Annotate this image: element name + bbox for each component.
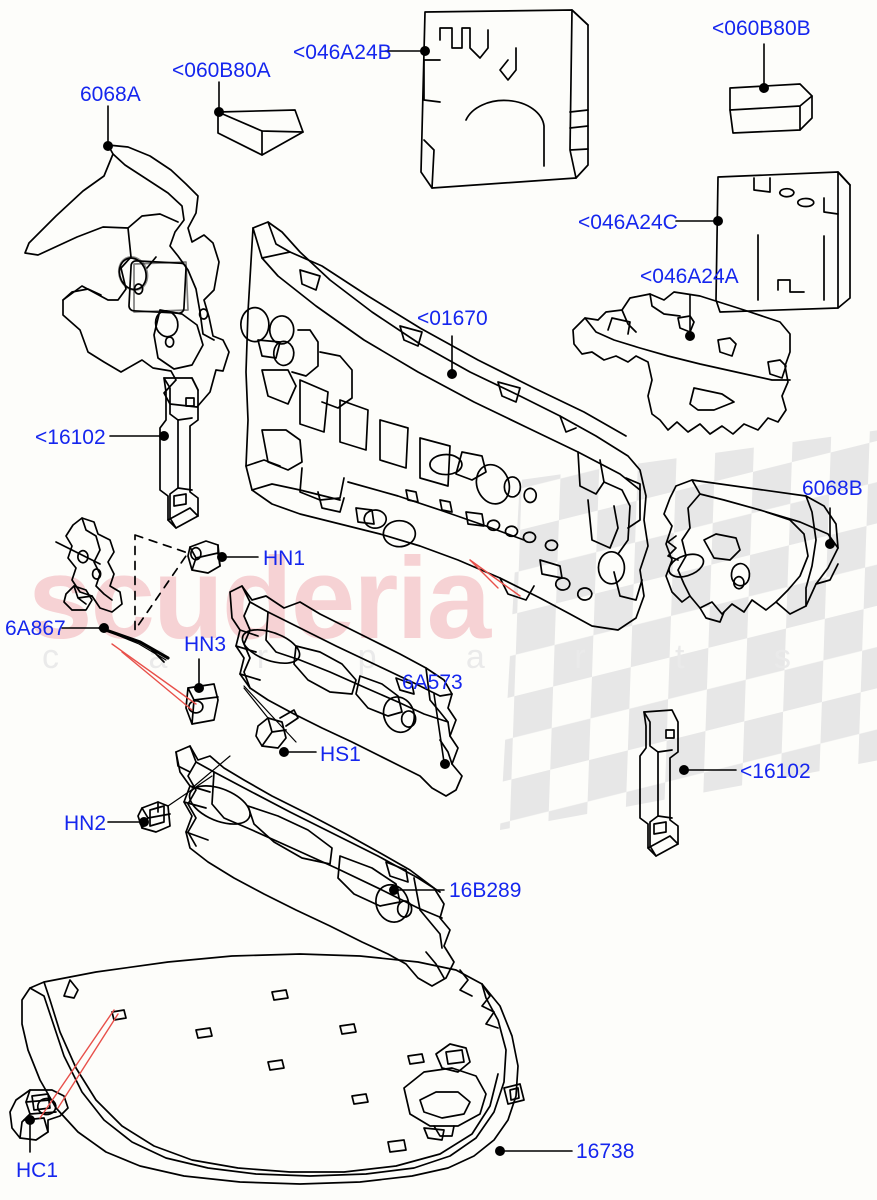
part-060B80A	[217, 109, 304, 156]
part-16102-right	[639, 709, 679, 857]
part-01670	[240, 221, 649, 631]
label-046A24A[interactable]: <046A24A	[640, 265, 739, 288]
label-046A24C[interactable]: <046A24C	[578, 211, 678, 234]
label-HC1[interactable]: HC1	[16, 1159, 59, 1182]
label-046A24B[interactable]: <046A24B	[293, 41, 392, 64]
label-060B80B[interactable]: <060B80B	[712, 17, 811, 40]
part-6068A	[24, 144, 230, 408]
label-HN1[interactable]: HN1	[263, 547, 306, 570]
leader-lines	[24, 43, 835, 1157]
label-01670[interactable]: <01670	[417, 307, 488, 330]
part-HC1	[9, 1089, 69, 1141]
part-060B80B	[729, 83, 813, 134]
label-16738[interactable]: 16738	[576, 1140, 635, 1163]
label-060B80A[interactable]: <060B80A	[172, 59, 271, 82]
part-HS1	[255, 709, 299, 749]
label-6068A[interactable]: 6068A	[80, 83, 141, 106]
assembly-leader-lines	[39, 559, 521, 1119]
part-HN1	[187, 540, 221, 574]
part-6A867	[55, 517, 189, 663]
label-6A573[interactable]: 6A573	[402, 671, 463, 694]
part-6A573	[229, 585, 463, 797]
label-HS1[interactable]: HS1	[320, 743, 361, 766]
part-16102-left	[159, 377, 199, 529]
part-6068B	[663, 479, 839, 623]
part-046A24B	[420, 9, 589, 189]
part-046A24C	[715, 171, 851, 313]
part-HN2	[137, 801, 171, 833]
label-6068B[interactable]: 6068B	[802, 477, 863, 500]
part-16B289	[175, 745, 455, 987]
label-HN3[interactable]: HN3	[184, 633, 227, 656]
label-16B289[interactable]: 16B289	[449, 879, 522, 902]
label-6A867[interactable]: 6A867	[5, 617, 66, 640]
label-HN2[interactable]: HN2	[64, 812, 107, 835]
part-16738	[21, 953, 525, 1185]
part-046A24A	[572, 291, 791, 435]
part-HN3	[185, 683, 219, 725]
label-16102-right[interactable]: <16102	[740, 760, 811, 783]
label-16102-left[interactable]: <16102	[35, 426, 106, 449]
